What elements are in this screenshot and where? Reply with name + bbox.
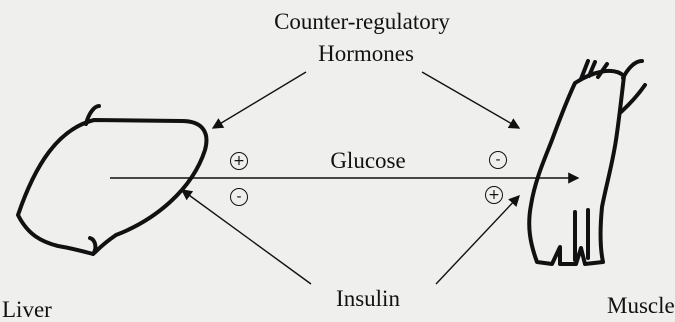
insulin-to-muscle-arrow <box>436 196 519 284</box>
counter-regulatory-label: Counter-regulatory <box>274 10 450 33</box>
hormones-label: Hormones <box>318 42 414 65</box>
muscle-positive-sign: + <box>485 186 503 204</box>
liver-positive-sign: + <box>230 152 248 170</box>
liver-negative-sign: - <box>230 188 248 206</box>
insulin-label: Insulin <box>336 287 400 310</box>
glucose-label: Glucose <box>330 149 405 172</box>
liver-icon <box>18 106 206 254</box>
muscle-negative-sign: - <box>489 151 507 169</box>
counter-to-muscle-arrow <box>422 72 519 128</box>
muscle-label: Muscle <box>607 294 675 317</box>
arrows <box>110 72 578 284</box>
counter-to-liver-arrow <box>213 72 306 128</box>
insulin-to-liver-arrow <box>182 190 311 284</box>
muscle-icon <box>529 61 645 264</box>
liver-label: Liver <box>2 298 52 321</box>
